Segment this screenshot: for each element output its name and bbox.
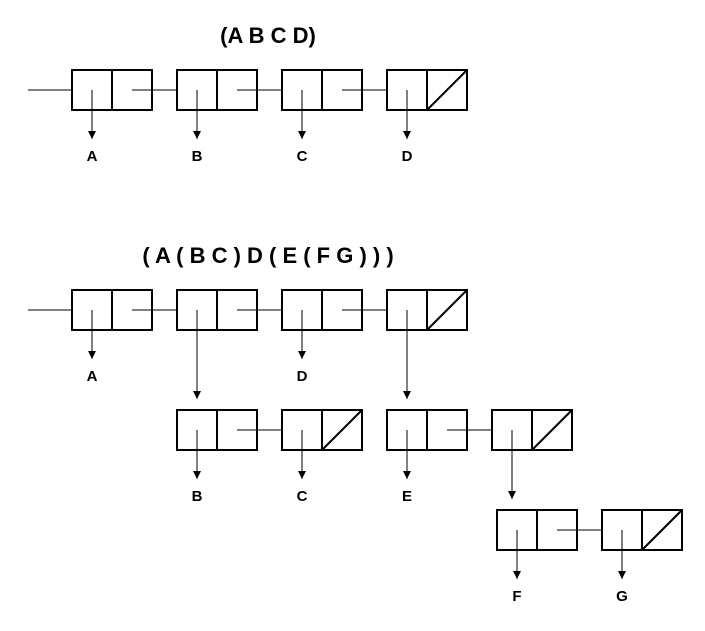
atom-label-d: D (402, 148, 413, 165)
atom-label-g: G (616, 588, 628, 605)
atom-label-b: B (192, 148, 203, 165)
diagram-2: ( A ( B C ) D ( E ( F G ) ) ) (28, 243, 683, 605)
cons-cell (281, 409, 363, 451)
diagram-1-title: (A B C D) (220, 23, 316, 48)
cons-cell (386, 69, 468, 111)
diagram-2-title: ( A ( B C ) D ( E ( F G ) ) ) (142, 243, 393, 268)
atom-label-d: D (297, 368, 308, 385)
atom-label-c: C (297, 148, 308, 165)
atom-label-a: A (87, 368, 98, 385)
nil-slash (641, 509, 683, 551)
atom-label-b: B (192, 488, 203, 505)
atom-label-f: F (512, 588, 521, 605)
atom-label-e: E (402, 488, 412, 505)
cons-cell (386, 289, 468, 331)
nil-slash (531, 409, 573, 451)
atom-label-a: A (87, 148, 98, 165)
nil-slash (426, 69, 468, 111)
atom-label-c: C (297, 488, 308, 505)
diagram-1: (A B C D) A B (28, 23, 468, 165)
nil-slash (321, 409, 363, 451)
cons-cell (601, 509, 683, 551)
cons-cell (491, 409, 573, 451)
nil-slash (426, 289, 468, 331)
